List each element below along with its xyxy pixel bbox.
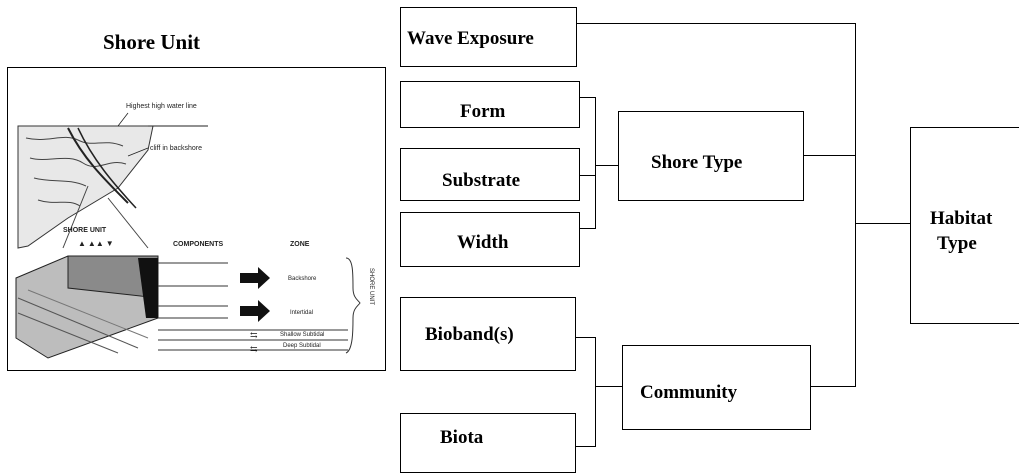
high-water-label: Highest high water line	[126, 103, 197, 110]
connector	[576, 337, 595, 338]
wave-exposure-box	[400, 7, 577, 67]
habitat-type-label-line2: Type	[937, 233, 977, 254]
shore-unit-sketch-label: SHORE UNIT	[63, 227, 107, 234]
connector	[580, 228, 595, 229]
cliff-label: cliff in backshore	[150, 145, 202, 152]
width-box	[400, 212, 580, 267]
connector	[804, 155, 855, 156]
shore-unit-sketch: Highest high water line cliff in backsho…	[15, 103, 374, 359]
biobands-box	[400, 297, 576, 371]
community-label: Community	[640, 382, 738, 403]
width-label: Width	[457, 232, 509, 253]
zone-shallow-subtidal: Shallow Subtidal	[280, 332, 324, 338]
connector	[595, 337, 596, 447]
shore-unit-title: Shore Unit	[103, 30, 201, 54]
biota-label: Biota	[440, 427, 484, 448]
connector	[580, 97, 595, 98]
biota-box	[400, 413, 576, 473]
connector	[855, 23, 856, 387]
form-label: Form	[460, 101, 506, 122]
svg-text:⇆: ⇆	[250, 330, 258, 340]
zone-deep-subtidal: Deep Subtidal	[283, 343, 321, 349]
connector	[580, 175, 595, 176]
connector	[811, 386, 856, 387]
substrate-box	[400, 148, 580, 201]
habitat-type-box	[910, 127, 1019, 324]
connector	[855, 223, 910, 224]
shore-type-box	[618, 111, 804, 201]
bracket-label: SHORE UNIT	[368, 268, 374, 305]
connector	[577, 23, 855, 24]
shore-type-label: Shore Type	[651, 152, 743, 173]
biobands-label: Bioband(s)	[425, 324, 514, 345]
connector	[595, 97, 596, 229]
connector	[576, 446, 595, 447]
shore-unit-figure: Highest high water line cliff in backsho…	[7, 67, 386, 371]
zone-backshore: Backshore	[288, 276, 317, 282]
components-header: COMPONENTS	[173, 241, 224, 248]
svg-text:▲ ▲▲ ▼: ▲ ▲▲ ▼	[78, 239, 114, 248]
connector	[595, 165, 618, 166]
form-box	[400, 81, 580, 128]
zone-intertidal: Intertidal	[290, 310, 313, 316]
wave-exposure-label: Wave Exposure	[407, 28, 534, 49]
habitat-type-label-line1: Habitat	[930, 208, 993, 229]
substrate-label: Substrate	[442, 170, 521, 191]
svg-text:⇆: ⇆	[250, 344, 258, 354]
zone-header: ZONE	[290, 241, 310, 248]
connector	[595, 386, 622, 387]
community-box	[622, 345, 811, 430]
